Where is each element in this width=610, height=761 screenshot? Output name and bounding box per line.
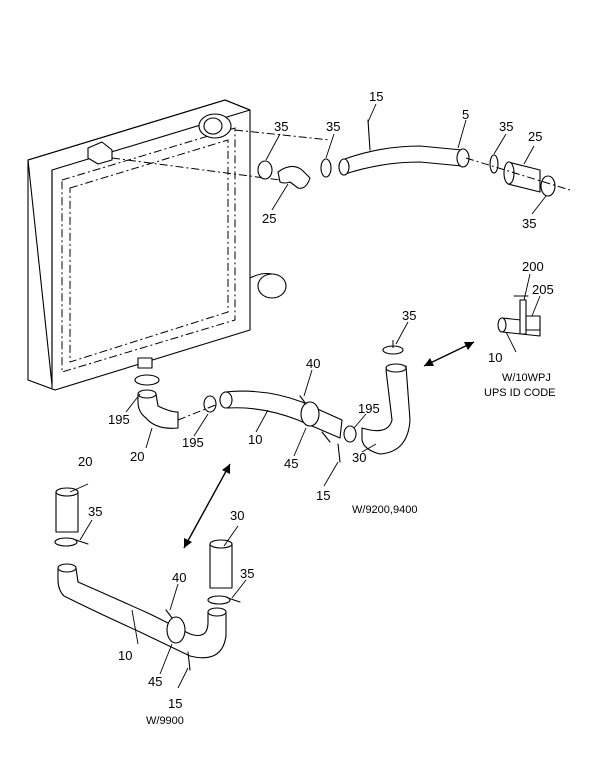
callout-30: 30 xyxy=(230,508,244,523)
leader-lines xyxy=(69,103,547,689)
callout-205: 205 xyxy=(532,282,554,297)
application-notes: W/10WPJ UPS ID CODE W/9200,9400 W/9900 xyxy=(146,372,556,727)
callout-45: 45 xyxy=(148,674,162,689)
callout-20: 20 xyxy=(78,454,92,469)
pipe-clamp xyxy=(166,616,186,644)
alternate-arrow-left xyxy=(183,463,231,549)
straight-hose xyxy=(209,543,233,589)
bolt xyxy=(337,443,341,463)
note-model-9900: W/9900 xyxy=(146,715,184,727)
callout-25: 25 xyxy=(262,211,276,226)
note-wpj: W/10WPJ xyxy=(502,372,551,384)
bolt xyxy=(367,119,371,151)
lower-tube-assembly-9200 xyxy=(134,340,411,463)
callout-35: 35 xyxy=(88,504,102,519)
u-pipe xyxy=(57,567,227,659)
elbow-hose xyxy=(137,393,179,429)
callout-10: 10 xyxy=(248,432,262,447)
hose-clamp xyxy=(54,537,78,547)
callout-5: 5 xyxy=(462,107,469,122)
callout-15: 15 xyxy=(168,696,182,711)
upper-tube xyxy=(341,145,463,175)
callout-40: 40 xyxy=(306,356,320,371)
callout-200: 200 xyxy=(522,259,544,274)
callout-195: 195 xyxy=(358,401,380,416)
callout-30: 30 xyxy=(352,450,366,465)
callout-15: 15 xyxy=(369,89,383,104)
bolt xyxy=(187,651,191,671)
callout-labels: 15 35 35 5 35 25 25 35 200 205 10 35 40 … xyxy=(78,89,554,711)
upper-coolant-tube-assembly xyxy=(257,119,571,197)
callout-25: 25 xyxy=(528,129,542,144)
callout-35: 35 xyxy=(274,119,288,134)
hose-clamp xyxy=(343,425,357,443)
callout-10: 10 xyxy=(488,350,502,365)
callout-40: 40 xyxy=(172,570,186,585)
straight-hose xyxy=(55,491,79,533)
pipe-clamp xyxy=(300,401,320,427)
callout-15: 15 xyxy=(316,488,330,503)
elbow-hose xyxy=(277,165,311,189)
formed-hose xyxy=(361,365,411,455)
note-models-9200-9400: W/9200,9400 xyxy=(352,504,417,516)
callout-195: 195 xyxy=(182,435,204,450)
callout-10: 10 xyxy=(118,648,132,663)
clip xyxy=(525,315,541,331)
lower-tube-assembly-9900 xyxy=(54,487,241,671)
callout-45: 45 xyxy=(284,456,298,471)
note-ups-id-code: UPS ID CODE xyxy=(484,387,556,399)
bracket xyxy=(519,299,527,335)
ups-detail-bracket xyxy=(497,295,541,337)
hose-clamp xyxy=(207,595,231,605)
callout-35: 35 xyxy=(522,216,536,231)
callout-35: 35 xyxy=(499,119,513,134)
hose-clamp xyxy=(320,158,332,178)
coolant-pipe xyxy=(224,390,343,439)
hose-clamp xyxy=(257,160,273,180)
callout-35: 35 xyxy=(326,119,340,134)
hose-clamp xyxy=(203,395,217,413)
alternate-arrow-right xyxy=(423,341,475,367)
hose-clamp xyxy=(540,175,556,197)
radiator xyxy=(27,99,331,391)
hose-clamp xyxy=(489,154,499,174)
callout-35: 35 xyxy=(402,308,416,323)
callout-20: 20 xyxy=(130,449,144,464)
hose-clamp xyxy=(134,374,160,386)
callout-195: 195 xyxy=(108,412,130,427)
callout-35: 35 xyxy=(240,566,254,581)
